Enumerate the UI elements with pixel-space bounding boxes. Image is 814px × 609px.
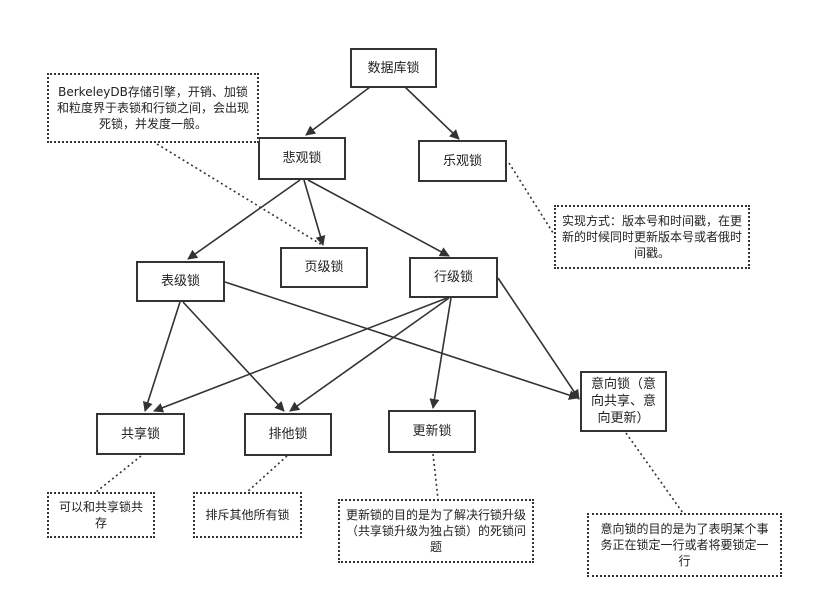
connector-shared-note: [95, 455, 142, 493]
edge-db-to-optimistic: [404, 86, 460, 140]
edge-pessimistic-to-row: [307, 179, 450, 257]
note-berkeleydb: BerkeleyDB存储引擎，开销、加锁和粒度界于表锁和行锁之间，会出现死锁，并…: [47, 73, 259, 143]
note-intent: 意向锁的目的是为了表明某个事务正在锁定一行或者将要锁定一行: [587, 513, 782, 577]
node-table-lock: 表级锁: [136, 261, 225, 302]
node-label: 行级锁: [433, 270, 473, 285]
connector-optimistic-note: [508, 162, 556, 237]
note-text: 意向锁的目的是为了表明某个事务正在锁定一行或者将要锁定一行: [600, 522, 769, 568]
note-text: 可以和共享锁共存: [58, 500, 143, 530]
edge-row-to-intent: [497, 277, 580, 400]
edge-db-to-pessimistic: [305, 86, 371, 136]
node-page-lock: 页级锁: [280, 247, 368, 288]
node-intent-lock: 意向锁（意向共享、意向更新）: [580, 371, 667, 432]
note-shared: 可以和共享锁共存: [47, 492, 155, 538]
node-update-lock: 更新锁: [388, 410, 476, 453]
connector-berkeley-to-page: [156, 143, 323, 246]
edge-table-to-exclusive: [182, 301, 285, 412]
note-text: 排斥其他所有锁: [205, 508, 290, 522]
node-exclusive-lock: 排他锁: [244, 413, 332, 456]
connector-exclusive-note: [246, 455, 288, 493]
note-optimistic-impl: 实现方式：版本号和时间戳，在更新的时候同时更新版本号或者俄时间戳。: [554, 205, 750, 269]
node-label: 表级锁: [160, 274, 200, 289]
node-label: 页级锁: [304, 260, 344, 275]
node-label: 数据库锁: [367, 60, 420, 76]
node-label: 更新锁: [412, 424, 452, 439]
edge-row-to-exclusive: [289, 297, 450, 412]
note-text: 实现方式：版本号和时间戳，在更新的时候同时更新版本号或者俄时间戳。: [562, 214, 743, 260]
node-db-lock: 数据库锁: [350, 48, 437, 88]
edge-row-to-update: [429, 297, 452, 409]
node-label: 乐观锁: [442, 153, 482, 169]
connector-update-note: [432, 453, 439, 500]
note-update: 更新锁的目的是为了解决行锁升级（共享锁升级为独占锁）的死锁问题: [338, 499, 534, 563]
node-label: 意向锁（意向共享、意向更新）: [590, 377, 656, 426]
note-exclusive: 排斥其他所有锁: [193, 492, 302, 538]
edge-row-to-shared: [153, 297, 448, 413]
node-label: 悲观锁: [282, 151, 322, 166]
edge-table-to-intent: [224, 281, 579, 400]
node-label: 共享锁: [120, 426, 160, 442]
edge-table-to-shared: [142, 301, 181, 412]
node-row-lock: 行级锁: [409, 257, 498, 298]
connector-intent-note: [625, 432, 684, 514]
note-text: BerkeleyDB存储引擎，开销、加锁和粒度界于表锁和行锁之间，会出现死锁，并…: [56, 85, 249, 131]
node-label: 排他锁: [268, 427, 308, 442]
edge-pessimistic-to-page: [303, 179, 326, 246]
node-pessimistic-lock: 悲观锁: [258, 137, 346, 180]
node-shared-lock: 共享锁: [96, 413, 185, 455]
note-text: 更新锁的目的是为了解决行锁升级（共享锁升级为独占锁）的死锁问题: [346, 508, 527, 554]
edge-pessimistic-to-table: [187, 179, 301, 260]
node-optimistic-lock: 乐观锁: [418, 140, 507, 182]
